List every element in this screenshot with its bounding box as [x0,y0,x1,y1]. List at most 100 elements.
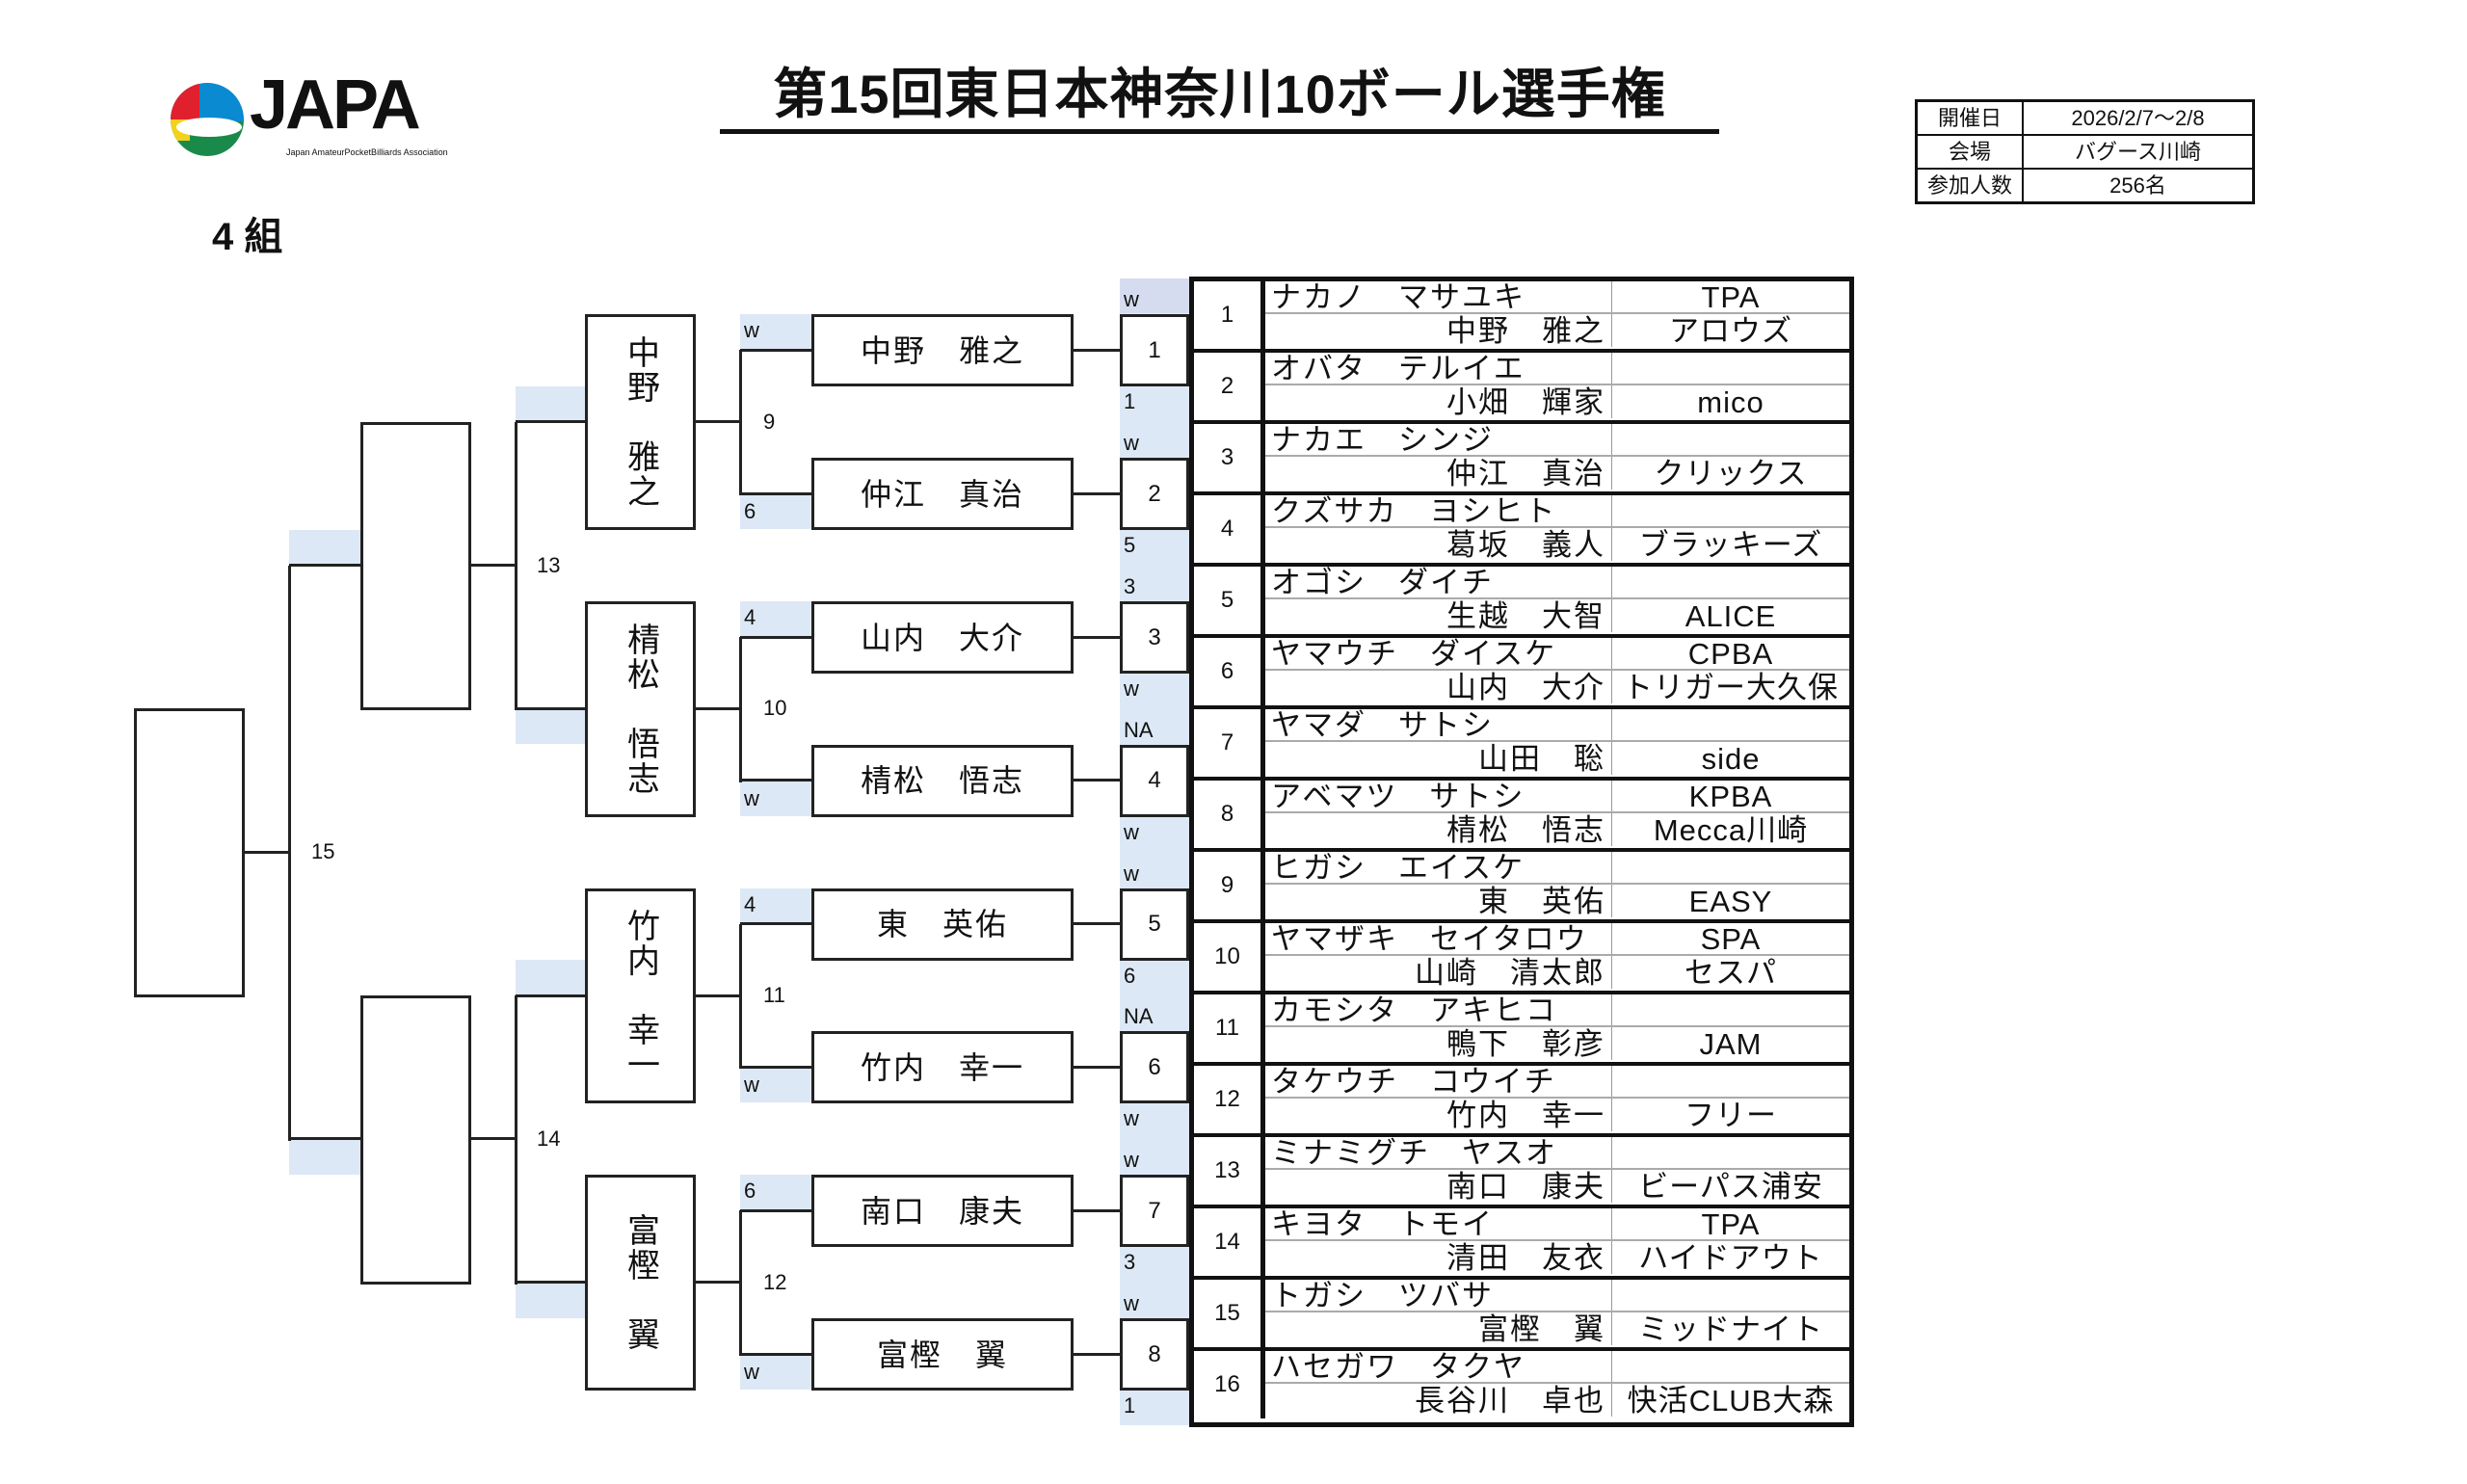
team-name-bottom: side [1701,741,1761,776]
seed-box[interactable]: 6 [1120,1031,1189,1104]
entry-name-row: 葛坂 義人ブラッキーズ [1265,528,1849,561]
score-shade [740,888,811,924]
player-name: 生越 大智 [1265,599,1612,632]
round1-score: w [744,1073,759,1098]
round2-player-box[interactable]: 富樫 翼 [585,1175,696,1391]
entry-number: 6 [1194,638,1265,705]
round1-player-box[interactable]: 仲江 真治 [811,458,1074,531]
seed-number: 1 [1148,336,1161,363]
bracket-line [740,922,813,926]
round3-player-box[interactable] [360,421,471,711]
seed-box[interactable]: 2 [1120,458,1189,531]
team-name-top [1612,852,1849,883]
seed-top-label: w [1124,861,1139,886]
round1-player-box[interactable]: 東 英佑 [811,888,1074,961]
entry-number: 1 [1194,281,1265,349]
round1-player-box[interactable]: 竹内 幸一 [811,1031,1074,1104]
seed-box[interactable]: 1 [1120,314,1189,387]
round1-player-box[interactable]: 山内 大介 [811,601,1074,674]
player-kana: クズサカ ヨシヒト [1265,495,1612,526]
round1-player-box[interactable]: 南口 康夫 [811,1175,1074,1248]
round3-player-box[interactable] [360,995,471,1285]
team-name-bottom: ブラッキーズ [1638,527,1823,562]
score-shade [740,780,811,816]
bracket-line [1074,1352,1122,1356]
entry-number: 8 [1194,781,1265,848]
final-winner-box[interactable] [134,708,245,997]
player-kana: ナカエ シンジ [1265,424,1612,455]
player-name: 山田 聡 [1265,742,1612,775]
match-number: 11 [763,983,785,1007]
info-label: 会場 [1915,134,2024,170]
team-name-bottom: JAM [1699,1026,1763,1061]
team-name-bottom: ビーパス浦安 [1638,1169,1823,1204]
score-shade [516,1282,585,1318]
player-kana: ナカノ マサユキ [1265,281,1612,312]
player-kana: ヤマザキ セイタロウ [1265,923,1612,954]
round2-player-box[interactable]: 竹内 幸一 [585,888,696,1104]
seed-number: 7 [1148,1197,1161,1224]
seed-top-label: w [1124,1148,1139,1173]
player-name: 南口 康夫 [860,1193,1024,1229]
team-name-bottom: mico [1697,384,1764,419]
seed-box[interactable]: 3 [1120,601,1189,674]
bracket-line [516,420,587,424]
entry-kana-row: タケウチ コウイチ [1265,1066,1849,1099]
player-name: 仲江 真治 [860,476,1024,512]
entry-name-row: 竹内 幸一フリー [1265,1099,1849,1131]
entry-number: 4 [1194,495,1265,563]
entry-number: 5 [1194,567,1265,634]
player-name-vertical: 中野 雅之 [622,335,659,510]
player-name: 鴨下 彰彦 [1265,1027,1612,1060]
seed-box[interactable]: 7 [1120,1175,1189,1248]
round1-player-box[interactable]: 富樫 翼 [811,1318,1074,1391]
logo-subtitle-line2: PocketBilliards Association [344,147,448,157]
seed-box[interactable]: 8 [1120,1318,1189,1391]
player-kana: ヤマダ サトシ [1265,709,1612,740]
entry-main: オゴシ ダイチ生越 大智 ALICE [1265,567,1849,634]
team-name-bottom: EASY [1688,884,1773,918]
logo-subtitle-line1: Japan Amateur [286,147,345,157]
round1-player-box[interactable]: 中野 雅之 [811,314,1074,387]
score-shade [740,1175,811,1211]
entry-number: 7 [1194,709,1265,777]
entry-number: 13 [1194,1137,1265,1205]
entry-main: ハセガワ タクヤ長谷川 卓也快活CLUB大森 [1265,1351,1849,1418]
seed-box[interactable]: 5 [1120,888,1189,961]
round1-player-box[interactable]: 棈松 悟志 [811,744,1074,817]
round2-player-box[interactable]: 棈松 悟志 [585,601,696,817]
seed-box[interactable]: 4 [1120,744,1189,817]
entry-number: 15 [1194,1280,1265,1347]
entry-kana-row: トガシ ツバサ [1265,1280,1849,1312]
team-name-top: TPA [1701,279,1761,314]
team-name-bottom: ALICE [1684,598,1777,633]
player-name: 竹内 幸一 [1265,1099,1612,1131]
entry-number: 10 [1194,923,1265,991]
bracket-line [696,994,742,997]
info-label: 参加人数 [1915,168,2024,204]
entry-kana-row: クズサカ ヨシヒト [1265,495,1849,528]
team-name-top [1612,994,1849,1025]
player-kana: タケウチ コウイチ [1265,1066,1612,1097]
player-name: 仲江 真治 [1265,457,1612,490]
entry-name-row: 仲江 真治クリックス [1265,457,1849,490]
entry-main: ミナミグチ ヤスオ南口 康夫ビーパス浦安 [1265,1137,1849,1205]
seed-bottom-label: 3 [1124,1250,1136,1275]
seed-number: 3 [1148,623,1161,650]
seed-number: 6 [1148,1053,1161,1080]
round2-player-box[interactable]: 中野 雅之 [585,314,696,531]
player-kana: オゴシ ダイチ [1265,567,1612,597]
team-name-top [1612,495,1849,526]
